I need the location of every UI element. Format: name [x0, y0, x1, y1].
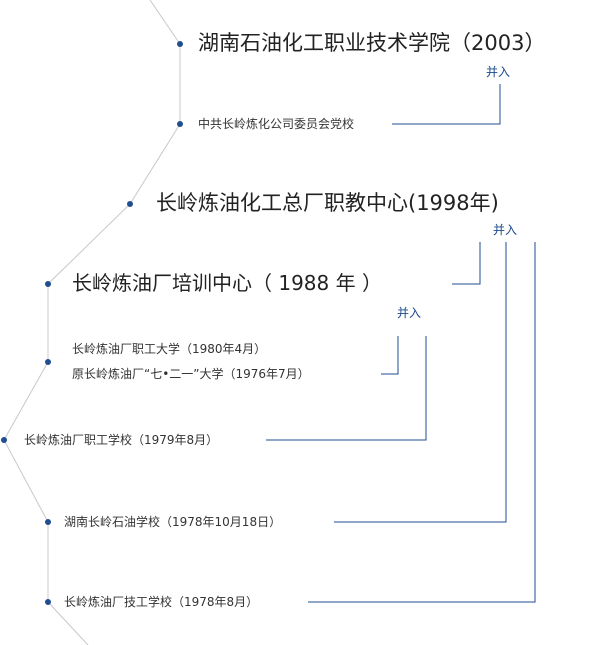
- timeline-dot-1979: [1, 437, 7, 443]
- node-hunan-petrochem-college: 湖南石油化工职业技术学院（2003）: [198, 31, 546, 55]
- node-workers-school: 长岭炼油厂职工学校（1979年8月）: [24, 433, 219, 447]
- timeline-dot-2003: [177, 41, 183, 47]
- timeline-dot-1978-aug: [45, 599, 51, 605]
- timeline-dot-1978-oct: [45, 519, 51, 525]
- timeline-path: [3, 0, 181, 645]
- merge-connector-party-school: [392, 84, 501, 125]
- merge-label-top: 并入: [486, 65, 511, 79]
- merge-connector-workers-university: [381, 336, 399, 375]
- merge-label-middle: 并入: [493, 223, 518, 237]
- timeline-dot-party-school: [177, 121, 183, 127]
- node-party-school: 中共长岭炼化公司委员会党校: [198, 117, 355, 131]
- merge-label-lower: 并入: [397, 306, 422, 320]
- node-workers-university: 长岭炼油厂职工大学（1980年4月）: [72, 342, 267, 356]
- node-training-center-1998: 长岭炼油化工总厂职教中心(1998年): [156, 191, 499, 215]
- merge-connector-technical-school: [308, 242, 536, 603]
- node-technical-school: 长岭炼油厂技工学校（1978年8月）: [64, 595, 259, 609]
- merge-connector-petroleum-school: [334, 242, 507, 523]
- node-july21-university: 原长岭炼油厂“七•二一”大学（1976年7月）: [72, 367, 310, 381]
- merge-connector-workers-school: [266, 336, 427, 441]
- timeline-dot-1998: [127, 201, 133, 207]
- timeline-dot-1988: [45, 281, 51, 287]
- merge-connector-1988-center: [452, 242, 481, 285]
- node-petroleum-school: 湖南长岭石油学校（1978年10月18日）: [64, 515, 282, 529]
- node-training-center-1988: 长岭炼油厂培训中心（ 1988 年 ）: [72, 271, 382, 295]
- timeline-dot-1980: [45, 359, 51, 365]
